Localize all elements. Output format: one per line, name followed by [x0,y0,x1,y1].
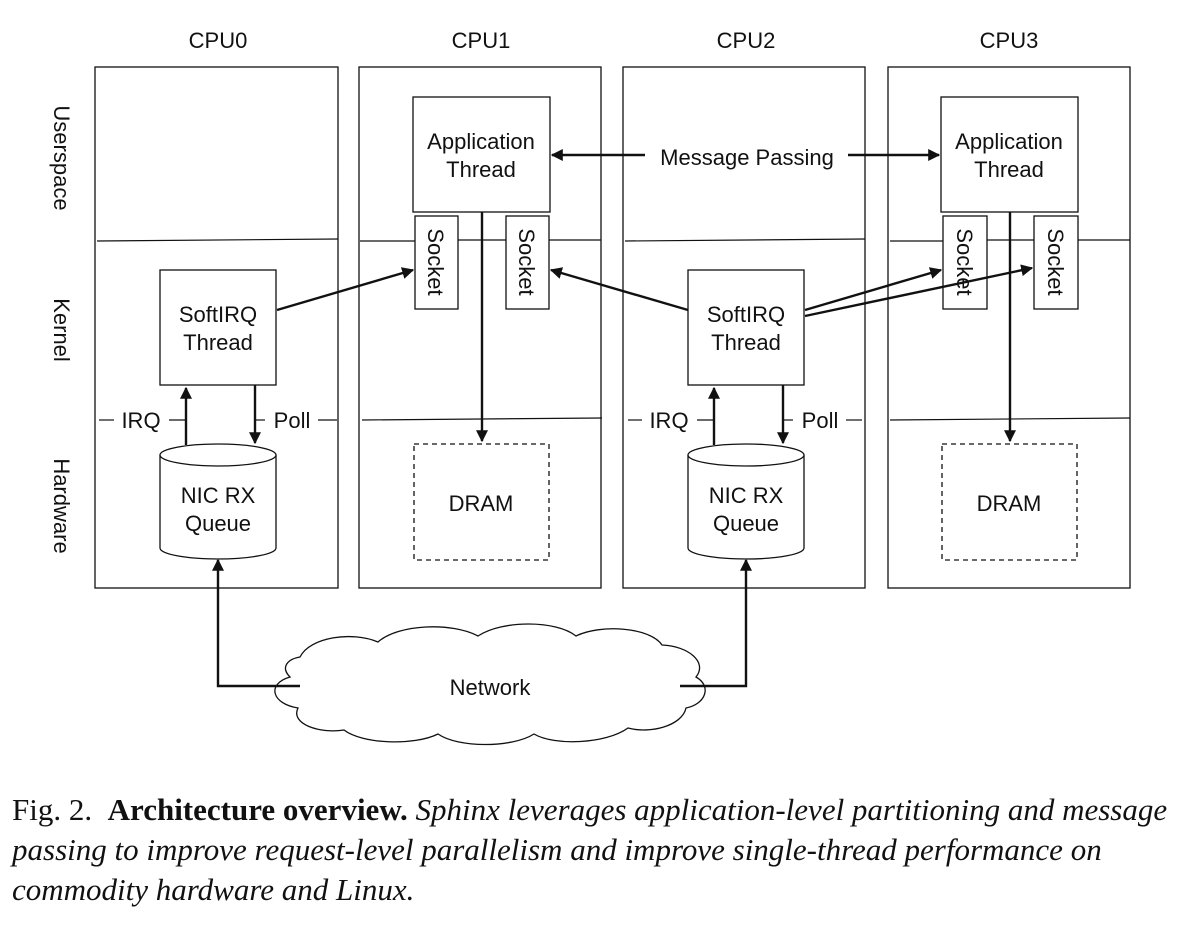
cpu2-softirq-thread-box [687,269,805,386]
cpu3-socket-b [1033,215,1079,310]
cpu1-application-thread-box [412,96,551,213]
cpu1-dram-box [413,443,550,561]
cpu1-socket-b [505,215,550,310]
cpu0-softirq-thread-box [159,269,277,386]
network-to-cpu2-nic-arrow [680,558,752,688]
cpu2-nic-rx-queue-label: NIC RX [709,483,784,508]
figure-title: Architecture overview. [107,792,408,827]
cpu1-socket-a [414,215,459,310]
cpu0-label: CPU0 [189,28,248,53]
cpu2-softirq-to-cpu1-socket-arrow [549,267,689,312]
figure-caption: Fig. 2. Architecture overview. Sphinx le… [12,790,1184,910]
network-cloud [274,623,706,746]
cpu3-socket-a [942,215,988,310]
layer-kernel-label: Kernel [49,298,74,362]
cpu2-nic-rx-queue-label: Queue [713,511,779,536]
socket-label: Socket [423,228,448,295]
cpu0-softirq-thread-label: SoftIRQ [179,302,257,327]
cpu3-application-thread-label: Application [955,129,1063,154]
figure-number: Fig. 2. [12,792,93,827]
layer-userspace-label: Userspace [49,105,74,210]
cpu2-label: CPU2 [717,28,776,53]
userspace-kernel-separator [96,238,339,242]
cpu1-application-thread-label: Application [427,129,535,154]
cpu3-application-thread-box [940,96,1079,213]
cpu1-dram-label: DRAM [449,491,514,516]
cpu3-application-thread-label: Thread [974,157,1044,182]
cpu2-softirq-thread-label: SoftIRQ [707,302,785,327]
network-label: Network [450,675,532,700]
cpu2-softirq-to-cpu3-socket-a-arrow [804,267,943,312]
cpu3-dram-label: DRAM [977,491,1042,516]
cpu0-nic-rx-queue [159,443,277,560]
network-to-cpu0-nic-arrow [212,558,300,688]
userspace-kernel-separator [624,238,866,242]
cpu0-nic-rx-queue-label: NIC RX [181,483,256,508]
cpu2-softirq-to-cpu3-socket-b-arrow [804,264,1034,318]
cpu0-irq-label: IRQ [121,408,160,433]
cpu3-label: CPU3 [980,28,1039,53]
cpu3-dram-box [941,443,1078,561]
figure-caption-body: Sphinx leverages application-level parti… [12,792,1168,907]
cpu0-softirq-to-cpu1-socket-arrow [276,267,415,312]
message-passing-label: Message Passing [660,145,834,170]
cpu0-nic-rx-queue-label: Queue [185,511,251,536]
cpu1-application-thread-label: Thread [446,157,516,182]
cpu0-softirq-thread-label: Thread [183,330,253,355]
socket-label: Socket [514,228,539,295]
cpu2-irq-label: IRQ [649,408,688,433]
architecture-diagram: CPU0 CPU1 CPU2 CPU3 Userspace Kernel Har… [49,28,1131,746]
cpu2-softirq-thread-label: Thread [711,330,781,355]
cpu0-poll-label: Poll [274,408,311,433]
socket-label: Socket [1043,228,1068,295]
socket-label: Socket [952,228,977,295]
layer-hardware-label: Hardware [49,458,74,553]
cpu2-poll-label: Poll [802,408,839,433]
cpu1-label: CPU1 [452,28,511,53]
